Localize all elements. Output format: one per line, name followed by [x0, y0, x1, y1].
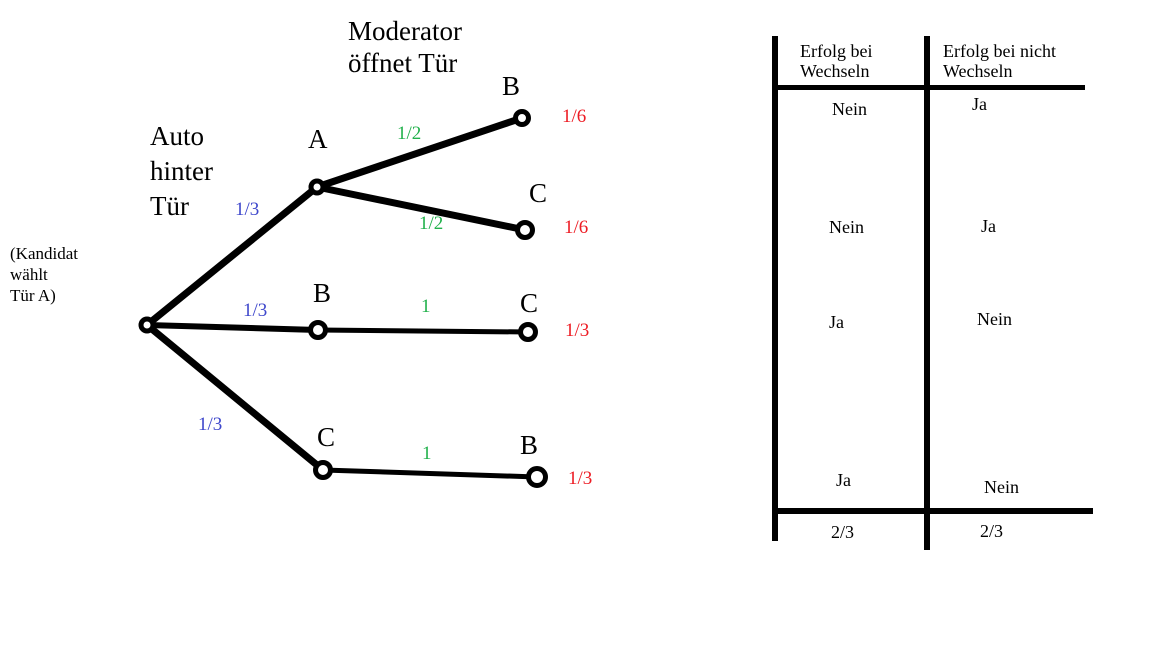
- node-label-bot-b: B: [520, 430, 539, 460]
- table-cell-row4-nicht-wechseln: Nein: [984, 477, 1019, 497]
- branch-prob-b-c: 1: [421, 296, 431, 317]
- table-cell-row2-nicht-wechseln: Ja: [981, 216, 996, 236]
- branch-root-c: [143, 321, 327, 474]
- first-level-label-line2: hinter: [150, 156, 213, 186]
- branch-c-b: [320, 467, 540, 480]
- node-label-top-b: B: [502, 71, 521, 101]
- table-header-nicht-wechseln-line2: Wechseln: [943, 61, 1013, 81]
- branch-a-c: [313, 183, 529, 234]
- table-cell-row1-wechseln: Nein: [832, 99, 867, 119]
- first-level-label-line3: Tür: [150, 191, 189, 221]
- first-level-label: Auto hinter Tür: [150, 119, 213, 224]
- branch-prob-c-b: 1: [422, 443, 432, 464]
- first-level-label-line1: Auto: [150, 121, 204, 151]
- node-label-mid-b: B: [313, 278, 332, 308]
- branch-prob-a-c: 1/2: [419, 213, 444, 234]
- outcome-prob-b-c: 1/3: [565, 320, 590, 341]
- table-cell-row1-nicht-wechseln: Ja: [972, 94, 987, 114]
- branch-root-a: [143, 183, 321, 329]
- node-label-mid-c: C: [520, 288, 539, 318]
- node-label-a: A: [308, 124, 328, 154]
- node-mid-b-circle: [308, 320, 328, 340]
- branch-b-c: [315, 327, 531, 335]
- outcome-prob-a-c: 1/6: [564, 217, 589, 238]
- branch-prob-a-b: 1/2: [397, 123, 422, 144]
- node-bot-c-circle: [313, 460, 333, 480]
- node-bot-b-circle: [526, 466, 548, 488]
- table-cell-row3-wechseln: Ja: [829, 312, 844, 332]
- branch-root-b: [144, 322, 321, 333]
- tree-title: Moderator öffnet Tür: [348, 15, 462, 79]
- tree-title-line2: öffnet Tür: [348, 48, 458, 78]
- branch-a-b: [313, 114, 526, 191]
- branch-prob-root-c: 1/3: [198, 414, 223, 435]
- table-cell-row2-wechseln: Nein: [829, 217, 864, 237]
- node-top-c-circle: [515, 220, 535, 240]
- table-cell-row4-wechseln: Ja: [836, 470, 851, 490]
- table-header-nicht-wechseln: Erfolg bei nicht Wechseln: [943, 41, 1056, 81]
- node-root-circle: [138, 316, 156, 334]
- node-mid-c-circle: [518, 322, 538, 342]
- candidate-note-line1: (Kandidat: [10, 244, 78, 263]
- candidate-note-line2: wählt: [10, 265, 48, 284]
- table-header-wechseln-line2: Wechseln: [800, 61, 870, 81]
- tree-title-line1: Moderator: [348, 16, 462, 46]
- table-header-rule: [775, 85, 1085, 90]
- candidate-note-line3: Tür A): [10, 286, 56, 305]
- table-total-wechseln: 2/3: [831, 522, 855, 542]
- branch-prob-root-b: 1/3: [243, 300, 268, 321]
- node-a-circle: [308, 178, 326, 196]
- table-header-wechseln-line1: Erfolg bei: [800, 41, 873, 61]
- table-cell-row3-nicht-wechseln: Nein: [977, 309, 1012, 329]
- table-total-rule: [775, 508, 1093, 514]
- table-header-wechseln: Erfolg bei Wechseln: [800, 41, 872, 81]
- node-label-bot-c: C: [317, 422, 336, 452]
- outcome-prob-c-b: 1/3: [568, 468, 593, 489]
- table-total-nicht-wechseln: 2/3: [980, 521, 1004, 541]
- table-vertical-rule-left: [772, 36, 778, 541]
- table-vertical-rule-middle: [924, 36, 930, 550]
- outcome-prob-a-b: 1/6: [562, 106, 587, 127]
- node-label-top-c: C: [529, 178, 548, 208]
- table-header-nicht-wechseln-line1: Erfolg bei nicht: [943, 41, 1056, 61]
- node-top-b-circle: [513, 109, 531, 127]
- candidate-note: (Kandidat wählt Tür A): [10, 243, 78, 306]
- branch-prob-root-a: 1/3: [235, 199, 260, 220]
